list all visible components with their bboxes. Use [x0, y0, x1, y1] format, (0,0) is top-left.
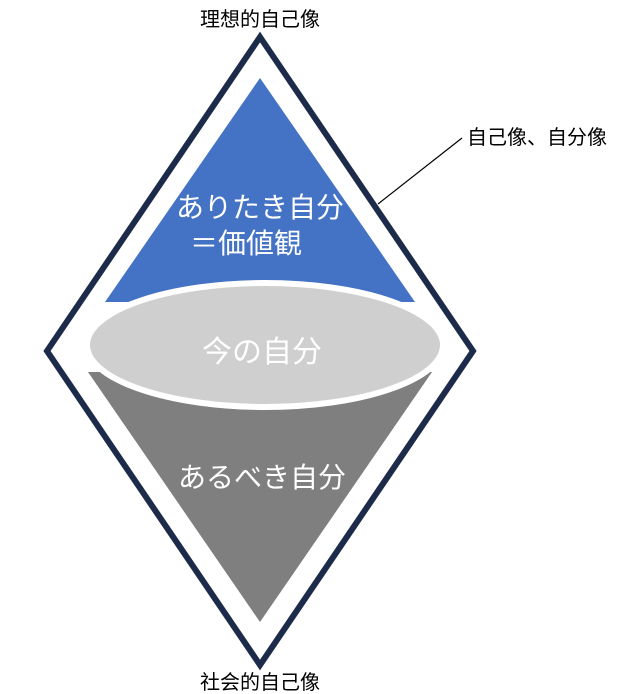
upper-triangle	[105, 78, 415, 302]
upper-label-line1: ありたき自分	[176, 191, 344, 224]
center-ellipse	[84, 280, 446, 410]
callout-line	[377, 137, 463, 205]
top-label: 理想的自己像	[200, 7, 320, 31]
upper-label-line2: ＝価値観	[190, 227, 302, 260]
lower-triangle	[88, 372, 432, 622]
lower-label: あるべき自分	[178, 461, 346, 494]
center-label: 今の自分	[202, 335, 322, 370]
callout-label: 自己像、自分像	[467, 125, 607, 149]
bottom-label: 社会的自己像	[200, 670, 320, 694]
